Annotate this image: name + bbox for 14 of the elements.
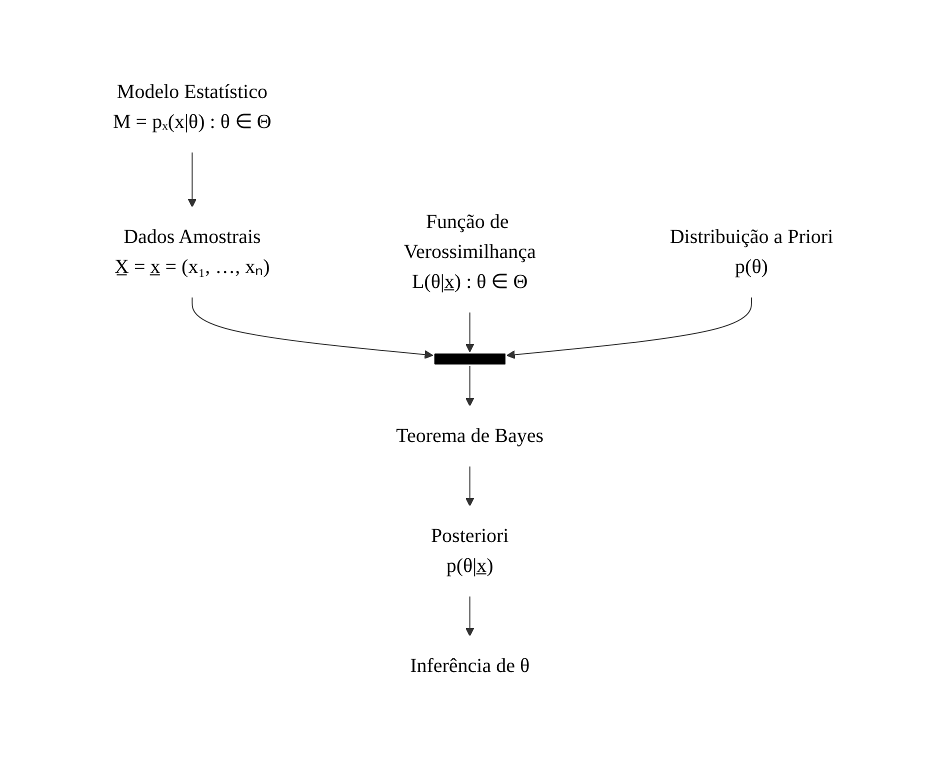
node-text: Função de Verossimilhança L(θ|x̲) : θ ∈ Θ bbox=[404, 211, 536, 293]
arrow bbox=[466, 366, 475, 406]
arrow bbox=[188, 152, 197, 208]
arrow bbox=[466, 466, 475, 506]
arrow bbox=[466, 596, 475, 636]
node-text: Inferência de θ bbox=[410, 655, 530, 677]
node-text: Posteriori p(θ|x̲) bbox=[431, 525, 510, 577]
node-text: Teorema de Bayes bbox=[396, 425, 544, 447]
node-text: Modelo Estatístico M = pₓ(x|θ) : θ ∈ Θ bbox=[113, 81, 272, 133]
node-text: Dados Amostrais X̲ = x̲ = (x₁, …, xₙ) bbox=[114, 226, 270, 278]
arrow bbox=[506, 296, 752, 360]
arrow bbox=[466, 312, 475, 352]
arrow bbox=[192, 296, 434, 359]
node-text: Distribuição a Priori p(θ) bbox=[670, 226, 834, 278]
